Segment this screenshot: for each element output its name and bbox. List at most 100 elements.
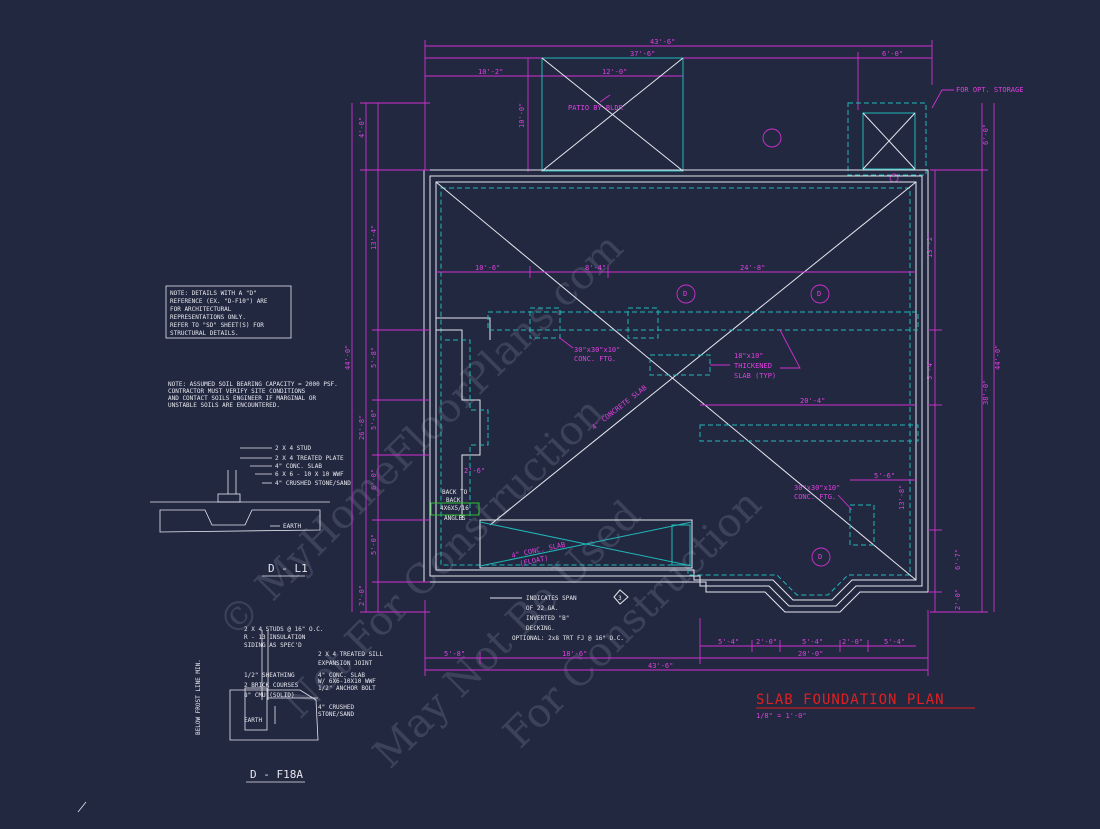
- decking-line-5: OPTIONAL: 2x8 TRT FJ @ 16" O.C.: [512, 635, 624, 642]
- note2-line-1: NOTE: ASSUMED SOIL BEARING CAPACITY = 20…: [168, 381, 338, 388]
- d-f18a-right-4: W/ 6X6-10X10 WWF: [318, 678, 376, 685]
- d-f18a-right-6: 4" CRUSHED: [318, 704, 355, 711]
- dim-top-left-block: 37'-6": [630, 50, 655, 58]
- section-marker-2-label: D: [817, 290, 821, 298]
- note1-line-4: REPRESENTATIONS ONLY.: [170, 314, 246, 321]
- callout-angles3: 4X6X5/16: [440, 505, 469, 512]
- dim-left-d2: 5'-0": [370, 409, 378, 430]
- corner-mark: [77, 801, 87, 813]
- detail-marker-3-label: 3: [618, 595, 622, 602]
- d-f18a-left-2: R - 13 INSULATION: [244, 634, 306, 641]
- storage-area: FOR OPT. STORAGE: [847, 86, 1023, 183]
- d-l1-label-6: EARTH: [283, 523, 301, 530]
- dim-bottom-seg3: 5'-4": [802, 638, 823, 646]
- dim-patio-width: 12'-0": [602, 68, 627, 76]
- d-l1-label-2: 2 X 4 TREATED PLATE: [275, 455, 344, 462]
- section-marker-3-label: D: [818, 553, 822, 561]
- dim-right-lower: 38'-0": [982, 380, 990, 405]
- detail-marker-3: [613, 589, 629, 605]
- note1-line-1: NOTE: DETAILS WITH A "D": [170, 290, 257, 297]
- d-f18a-left-1: 2 X 4 STUDS @ 16" O.C.: [244, 626, 323, 633]
- slab-outline: [423, 169, 929, 613]
- dim-interior-a: 10'-6": [475, 264, 500, 272]
- patio-label: PATIO BY BLDR: [568, 104, 624, 112]
- dim-right-upper: 6'-0": [982, 124, 990, 145]
- dim-right-d4: 6'-7": [954, 549, 962, 570]
- dim-top-right-block: 6'-0": [882, 50, 903, 58]
- d-f18a-right-5: 1/2" ANCHOR BOLT: [318, 685, 376, 692]
- note1-line-5: REFER TO "SD" SHEET(S) FOR: [170, 322, 264, 329]
- storage-note: FOR OPT. STORAGE: [956, 86, 1023, 94]
- dim-left-d5: 2'-0": [358, 585, 366, 606]
- callout-thick3: SLAB (TYP): [734, 372, 776, 380]
- plan-title: SLAB FOUNDATION PLAN 1/8" = 1'-0": [756, 692, 975, 720]
- plan-title-text: SLAB FOUNDATION PLAN: [756, 692, 945, 708]
- decking-line-3: INVERTED "B": [526, 615, 569, 622]
- note2-line-4: UNSTABLE SOILS ARE ENCOUNTERED.: [168, 402, 280, 409]
- d-l1-label-5: 4" CRUSHED STONE/SAND: [275, 480, 351, 487]
- dim-patio-depth: 10'-0": [518, 103, 526, 128]
- section-marker-2: [810, 284, 830, 304]
- decking-line-4: DECKING.: [526, 625, 555, 632]
- note2-line-2: CONTRACTOR MUST VERIFY SITE CONDITIONS: [168, 388, 306, 395]
- dim-interior-f: 2'-6": [464, 467, 485, 475]
- d-f18a-right-3: 4" CONC. SLAB: [318, 672, 365, 679]
- note1-line-3: FOR ARCHITECTURAL: [170, 306, 232, 313]
- dim-right-overall: 44'-0": [994, 345, 1002, 370]
- d-l1-label-3: 4" CONC. SLAB: [275, 463, 322, 470]
- left-dimensions: 44'-0" 4'-0" 13'-4" 26'-8" 5'-8" 5'-0" 6…: [344, 102, 430, 613]
- d-f18a-right-1: 2 X 4 TREATED SILL: [318, 651, 383, 658]
- dim-left-lower: 26'-8": [358, 415, 366, 440]
- plan-scale: 1/8" = 1'-0": [756, 712, 807, 720]
- dim-left-d1: 5'-8": [370, 347, 378, 368]
- section-marker-3: [811, 547, 831, 567]
- dim-bottom-seg2: 2'-0": [756, 638, 777, 646]
- d-f18a-right-7: STONE/SAND: [318, 711, 355, 718]
- dim-interior-d: 20'-4": [800, 397, 825, 405]
- dim-bottom-seg1: 5'-4": [718, 638, 739, 646]
- d-f18a-left-5: 2 BRICK COURSES: [244, 682, 299, 689]
- dim-right-d3: 13'-8": [898, 485, 906, 510]
- dim-left-mid: 13'-4": [370, 225, 378, 250]
- right-dimensions: 44'-0" 6'-0" 38'-0" 13'-2" 5'-4" 13'-8" …: [898, 103, 1002, 613]
- dim-bottom-overall: 43'-6": [648, 662, 673, 670]
- interior-footings: D D D 3: [430, 128, 919, 605]
- dim-bottom-right: 20'-0": [798, 650, 823, 658]
- callout-thick1: 18"x10": [734, 352, 764, 360]
- dim-right-d2: 5'-4": [926, 359, 934, 380]
- d-f18a-left-6: 8" CMU (SOLID): [244, 692, 295, 699]
- decking-note: INDICATES SPAN OF 22 GA. INVERTED "B" DE…: [490, 595, 624, 642]
- dim-right-d5: 2'-0": [954, 589, 962, 610]
- top-dimensions: 43'-6" 37'-6" 6'-0" 10'-2" 12'-0" 10'-0": [424, 38, 933, 172]
- dim-left-overall: 44'-0": [344, 345, 352, 370]
- note2-line-3: AND CONTACT SOILS ENGINEER IF MARGINAL O…: [168, 395, 316, 402]
- d-f18a-left-7: EARTH: [244, 717, 262, 724]
- callout-ftg1: 30"x30"x10": [574, 346, 620, 354]
- dim-left-d3: 6'-0": [370, 469, 378, 490]
- dim-interior-e: 5'-6": [874, 472, 895, 480]
- dim-interior-b: 8'-4": [585, 264, 606, 272]
- patio: PATIO BY BLDR: [541, 57, 684, 172]
- decking-line-1: INDICATES SPAN: [526, 595, 577, 602]
- section-marker-top: [762, 128, 782, 148]
- d-f18a-frost: BELOW FROST LINE MIN.: [195, 659, 202, 735]
- note1-line-2: REFERENCE (EX. "D-F10") ARE: [170, 298, 268, 305]
- dim-top-overall: 43'-6": [650, 38, 675, 46]
- note1-line-6: STRUCTURAL DETAILS.: [170, 330, 239, 337]
- callout-thick2: THICKENED: [734, 362, 772, 370]
- callout-angles4: ANGLES: [444, 515, 466, 522]
- callout-ftg2: 30"x30"x10": [794, 484, 840, 492]
- detail-d-f18a: 2 X 4 STUDS @ 16" O.C. R - 13 INSULATION…: [195, 626, 383, 783]
- dim-patio-offset: 10'-2": [478, 68, 503, 76]
- section-marker-1-label: D: [683, 290, 687, 298]
- callout-ftg1b: CONC. FTG.: [574, 355, 616, 363]
- d-f18a-title: D - F18A: [250, 768, 303, 781]
- section-marker-1: [676, 284, 696, 304]
- note-details: NOTE: DETAILS WITH A "D" REFERENCE (EX. …: [165, 285, 292, 339]
- d-l1-title: D - L1: [268, 562, 308, 575]
- dim-bottom-left: 5'-8": [444, 650, 465, 658]
- dim-bottom-mid: 18'-6": [562, 650, 587, 658]
- d-f18a-left-4: 1/2" SHEATHING: [244, 672, 295, 679]
